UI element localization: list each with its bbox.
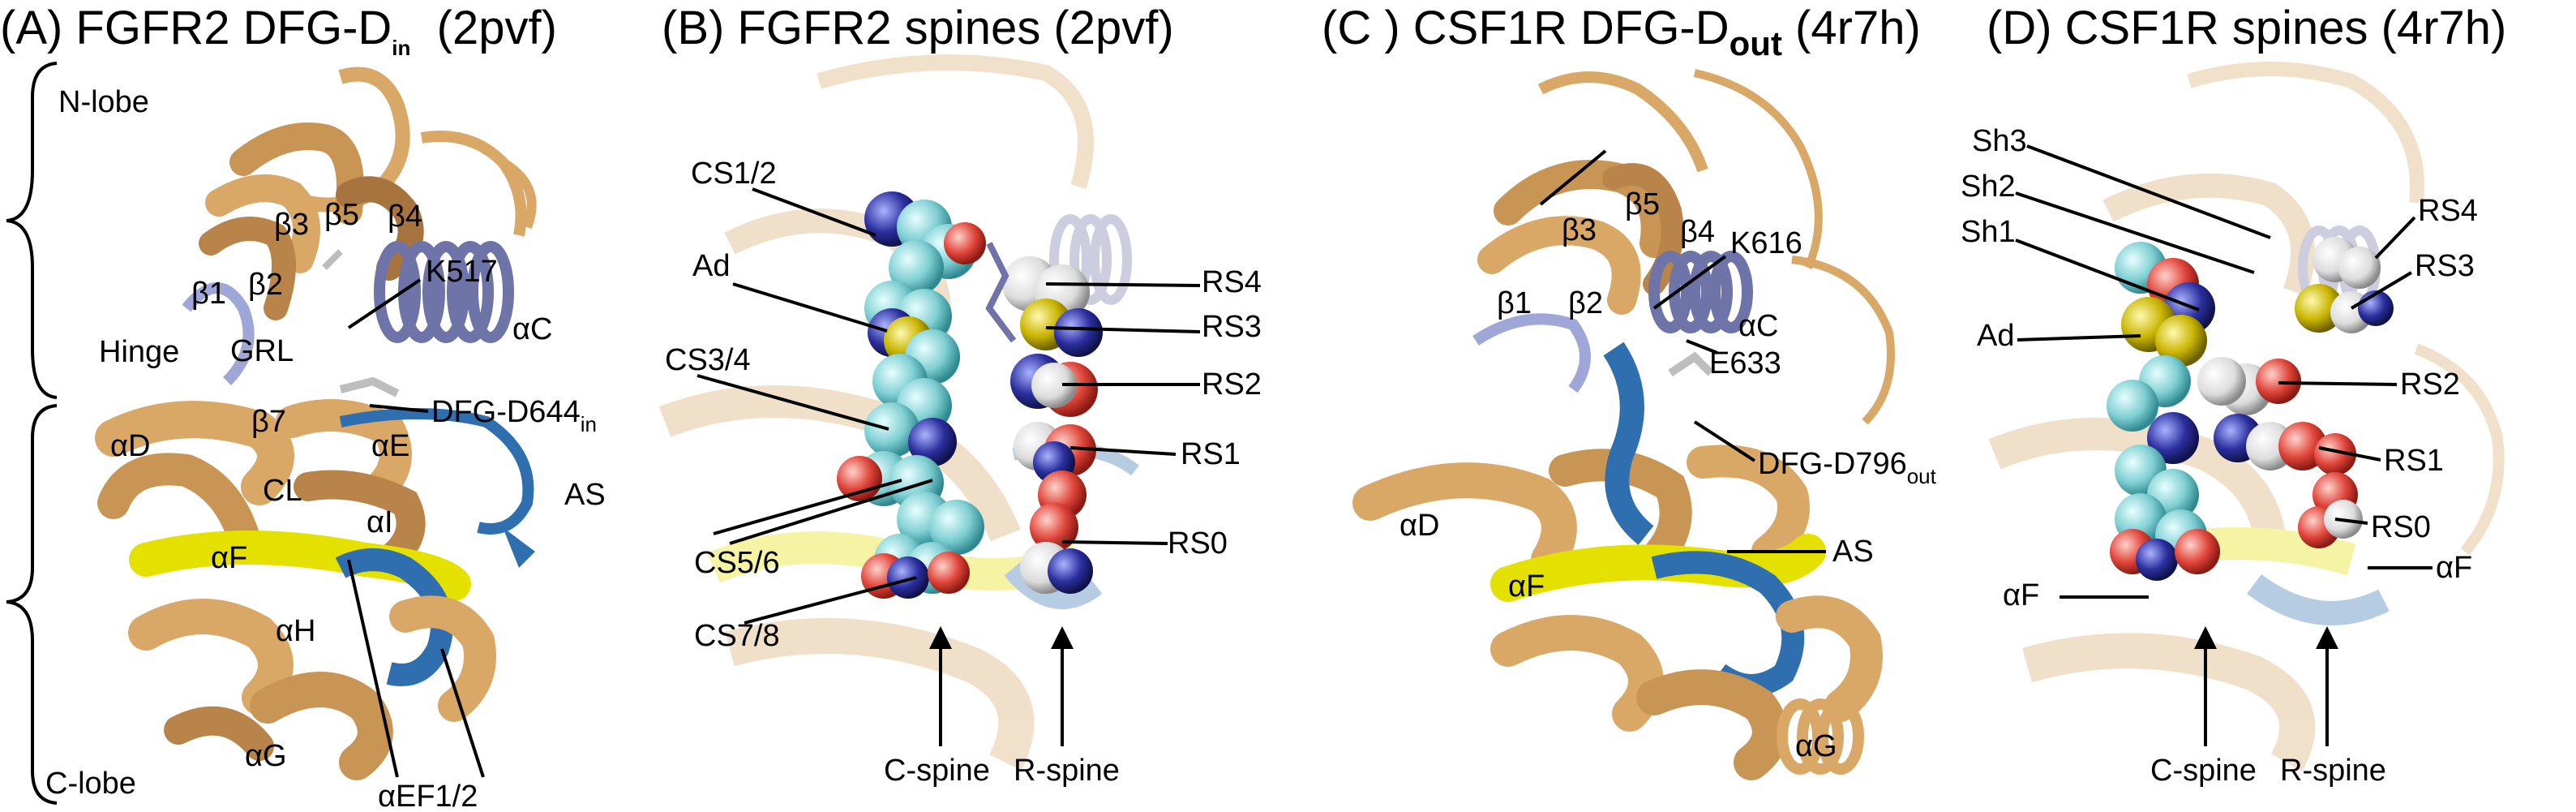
panel-b: (B) FGFR2 spines (2pvf)	[658, 2, 1262, 788]
panel-a-title-suffix: (2pvf)	[410, 2, 557, 54]
panel-c: (C ) CSF1R DFG-Dout (4r7h)	[1322, 2, 1937, 780]
label-b-rs2: RS2	[1202, 367, 1262, 402]
label-c-dfg: DFG-D796out	[1758, 447, 1937, 488]
d-c-spine-spheres	[2107, 242, 2220, 581]
panel-a-title-main: (A) FGFR2 DFG-D	[0, 2, 392, 54]
panel-a: (A) FGFR2 DFG-Din (2pvf) N-lobe C-lobe	[0, 2, 606, 812]
label-b-cs56: CS5/6	[694, 546, 780, 580]
label-d-rs2: RS2	[2400, 367, 2460, 402]
label-c-b2: β2	[1568, 286, 1603, 320]
label-c-b4: β4	[1680, 215, 1715, 249]
label-a-b3: β3	[274, 208, 309, 242]
csf1r-cartoon	[1352, 69, 1895, 780]
label-b-rs3: RS3	[1202, 310, 1262, 344]
label-a-b2: β2	[248, 268, 283, 302]
label-b-cs34: CS3/4	[665, 343, 751, 377]
label-d-rs0: RS0	[2371, 510, 2431, 544]
label-a-ag: αG	[245, 739, 287, 773]
label-b-rs0: RS0	[1168, 526, 1228, 561]
label-a-as: AS	[564, 478, 606, 512]
label-c-b1: β1	[1497, 286, 1532, 320]
label-a-ac: αC	[512, 312, 552, 346]
label-b-cs78: CS7/8	[694, 619, 780, 653]
label-c-ad: αD	[1399, 509, 1439, 543]
label-a-b5: β5	[324, 198, 359, 232]
panel-c-title-main: (C ) CSF1R DFG-D	[1322, 2, 1729, 54]
label-a-ai: αI	[366, 505, 393, 539]
label-c-ac: αC	[1738, 309, 1778, 343]
panel-c-title-suffix: (4r7h)	[1782, 2, 1921, 54]
label-d-ad: Ad	[1977, 319, 2014, 353]
label-d-rs3: RS3	[2415, 249, 2475, 283]
n-lobe-brace	[6, 62, 58, 399]
label-d-cspine: C-spine	[2150, 754, 2257, 788]
label-c-af: αF	[1508, 569, 1545, 604]
label-a-cl: CL	[263, 474, 302, 508]
panel-a-title-sub: in	[392, 36, 410, 60]
label-b-rspine: R-spine	[1014, 754, 1120, 788]
label-b-cs12: CS1/2	[691, 157, 777, 191]
label-d-sh3: Sh3	[1972, 124, 2027, 158]
c-lobe-label: C-lobe	[45, 767, 136, 801]
label-c-as: AS	[1832, 535, 1874, 569]
label-a-ah: αH	[276, 614, 315, 648]
panel-b-title: (B) FGFR2 spines (2pvf)	[662, 2, 1174, 54]
label-d-rspine: R-spine	[2280, 754, 2386, 788]
c-lobe-brace	[6, 404, 58, 805]
label-c-b3: β3	[1562, 213, 1597, 247]
label-d-af-right: αF	[2436, 551, 2472, 585]
label-a-af: αF	[211, 541, 247, 575]
n-lobe-label: N-lobe	[58, 85, 149, 119]
label-b-cspine: C-spine	[884, 754, 990, 788]
d-r-spine-spheres	[2197, 237, 2394, 548]
label-d-rs4: RS4	[2418, 194, 2478, 228]
label-a-ae: αE	[371, 429, 409, 463]
label-c-dfg-main: DFG-D796	[1758, 447, 1907, 481]
label-d-rs1: RS1	[2384, 444, 2444, 478]
panel-a-title: (A) FGFR2 DFG-Din (2pvf)	[0, 2, 557, 60]
label-c-k616: K616	[1730, 226, 1802, 260]
label-a-k517: K517	[426, 255, 498, 289]
label-c-e633: E633	[1709, 346, 1781, 380]
label-c-ag: αG	[1795, 729, 1837, 763]
label-a-grl: GRL	[230, 334, 294, 368]
label-b-ad: Ad	[692, 249, 730, 283]
label-a-ad: αD	[110, 429, 150, 463]
label-a-b7: β7	[251, 405, 286, 439]
label-b-rs1: RS1	[1181, 437, 1241, 471]
panel-c-title-sub: out	[1729, 24, 1782, 62]
label-a-dfg-sub: in	[581, 412, 597, 436]
label-b-rs4: RS4	[1202, 265, 1262, 299]
r-spine-spheres	[1002, 256, 1103, 594]
label-c-dfg-sub: out	[1907, 464, 1937, 488]
label-a-hinge: Hinge	[99, 335, 179, 369]
panel-c-title: (C ) CSF1R DFG-Dout (4r7h)	[1322, 2, 1921, 62]
label-a-b1: β1	[191, 277, 226, 311]
label-a-b4: β4	[388, 200, 422, 234]
label-a-aef: αEF1/2	[378, 780, 478, 812]
label-a-dfg-main: DFG-D644	[431, 395, 581, 429]
label-d-sh1: Sh1	[1961, 215, 2016, 249]
label-a-dfg: DFG-D644in	[431, 395, 597, 436]
label-c-b5: β5	[1625, 187, 1660, 221]
label-d-sh2: Sh2	[1961, 170, 2016, 204]
fgfr2-cartoon	[95, 67, 537, 780]
panel-d: (D) CSF1R spines (4r7h)	[1961, 2, 2506, 788]
c-spine-spheres	[837, 191, 986, 599]
label-d-af-left: αF	[2003, 578, 2039, 612]
panel-d-title: (D) CSF1R spines (4r7h)	[1987, 2, 2506, 54]
